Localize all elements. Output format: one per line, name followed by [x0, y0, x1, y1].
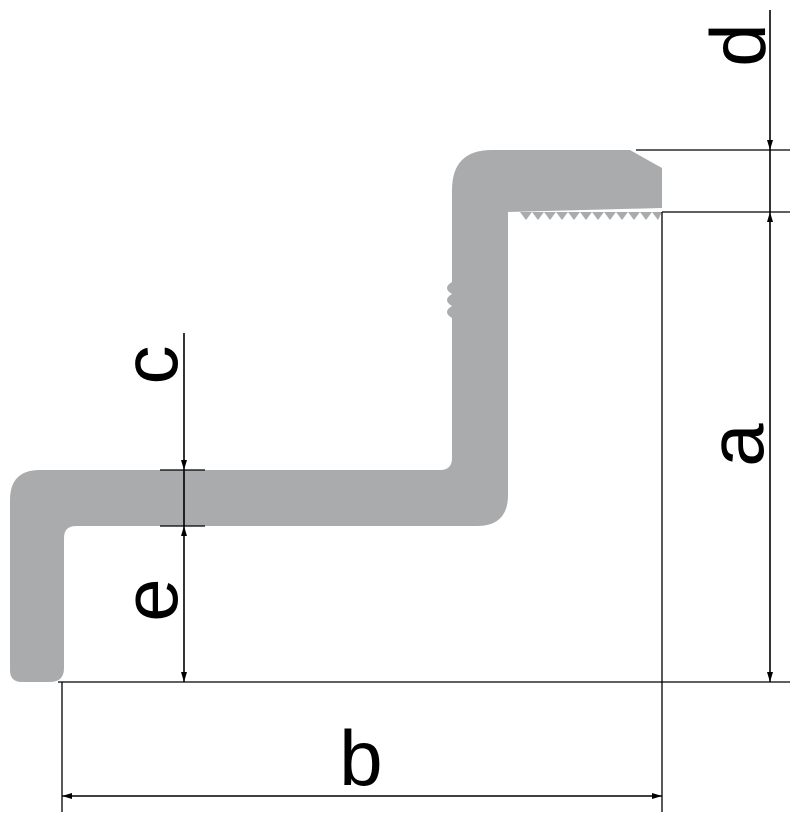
serration-teeth [520, 212, 662, 220]
label-e: e [106, 578, 194, 621]
label-a: a [692, 423, 780, 467]
label-b: b [339, 714, 382, 802]
label-c: c [106, 346, 194, 385]
web-ribs [447, 282, 452, 318]
profile-shape [10, 150, 662, 682]
z-profile-body [10, 150, 662, 682]
label-d: d [694, 23, 782, 66]
dimension-lines [62, 10, 773, 799]
dimension-labels: d a c e b [106, 23, 782, 802]
